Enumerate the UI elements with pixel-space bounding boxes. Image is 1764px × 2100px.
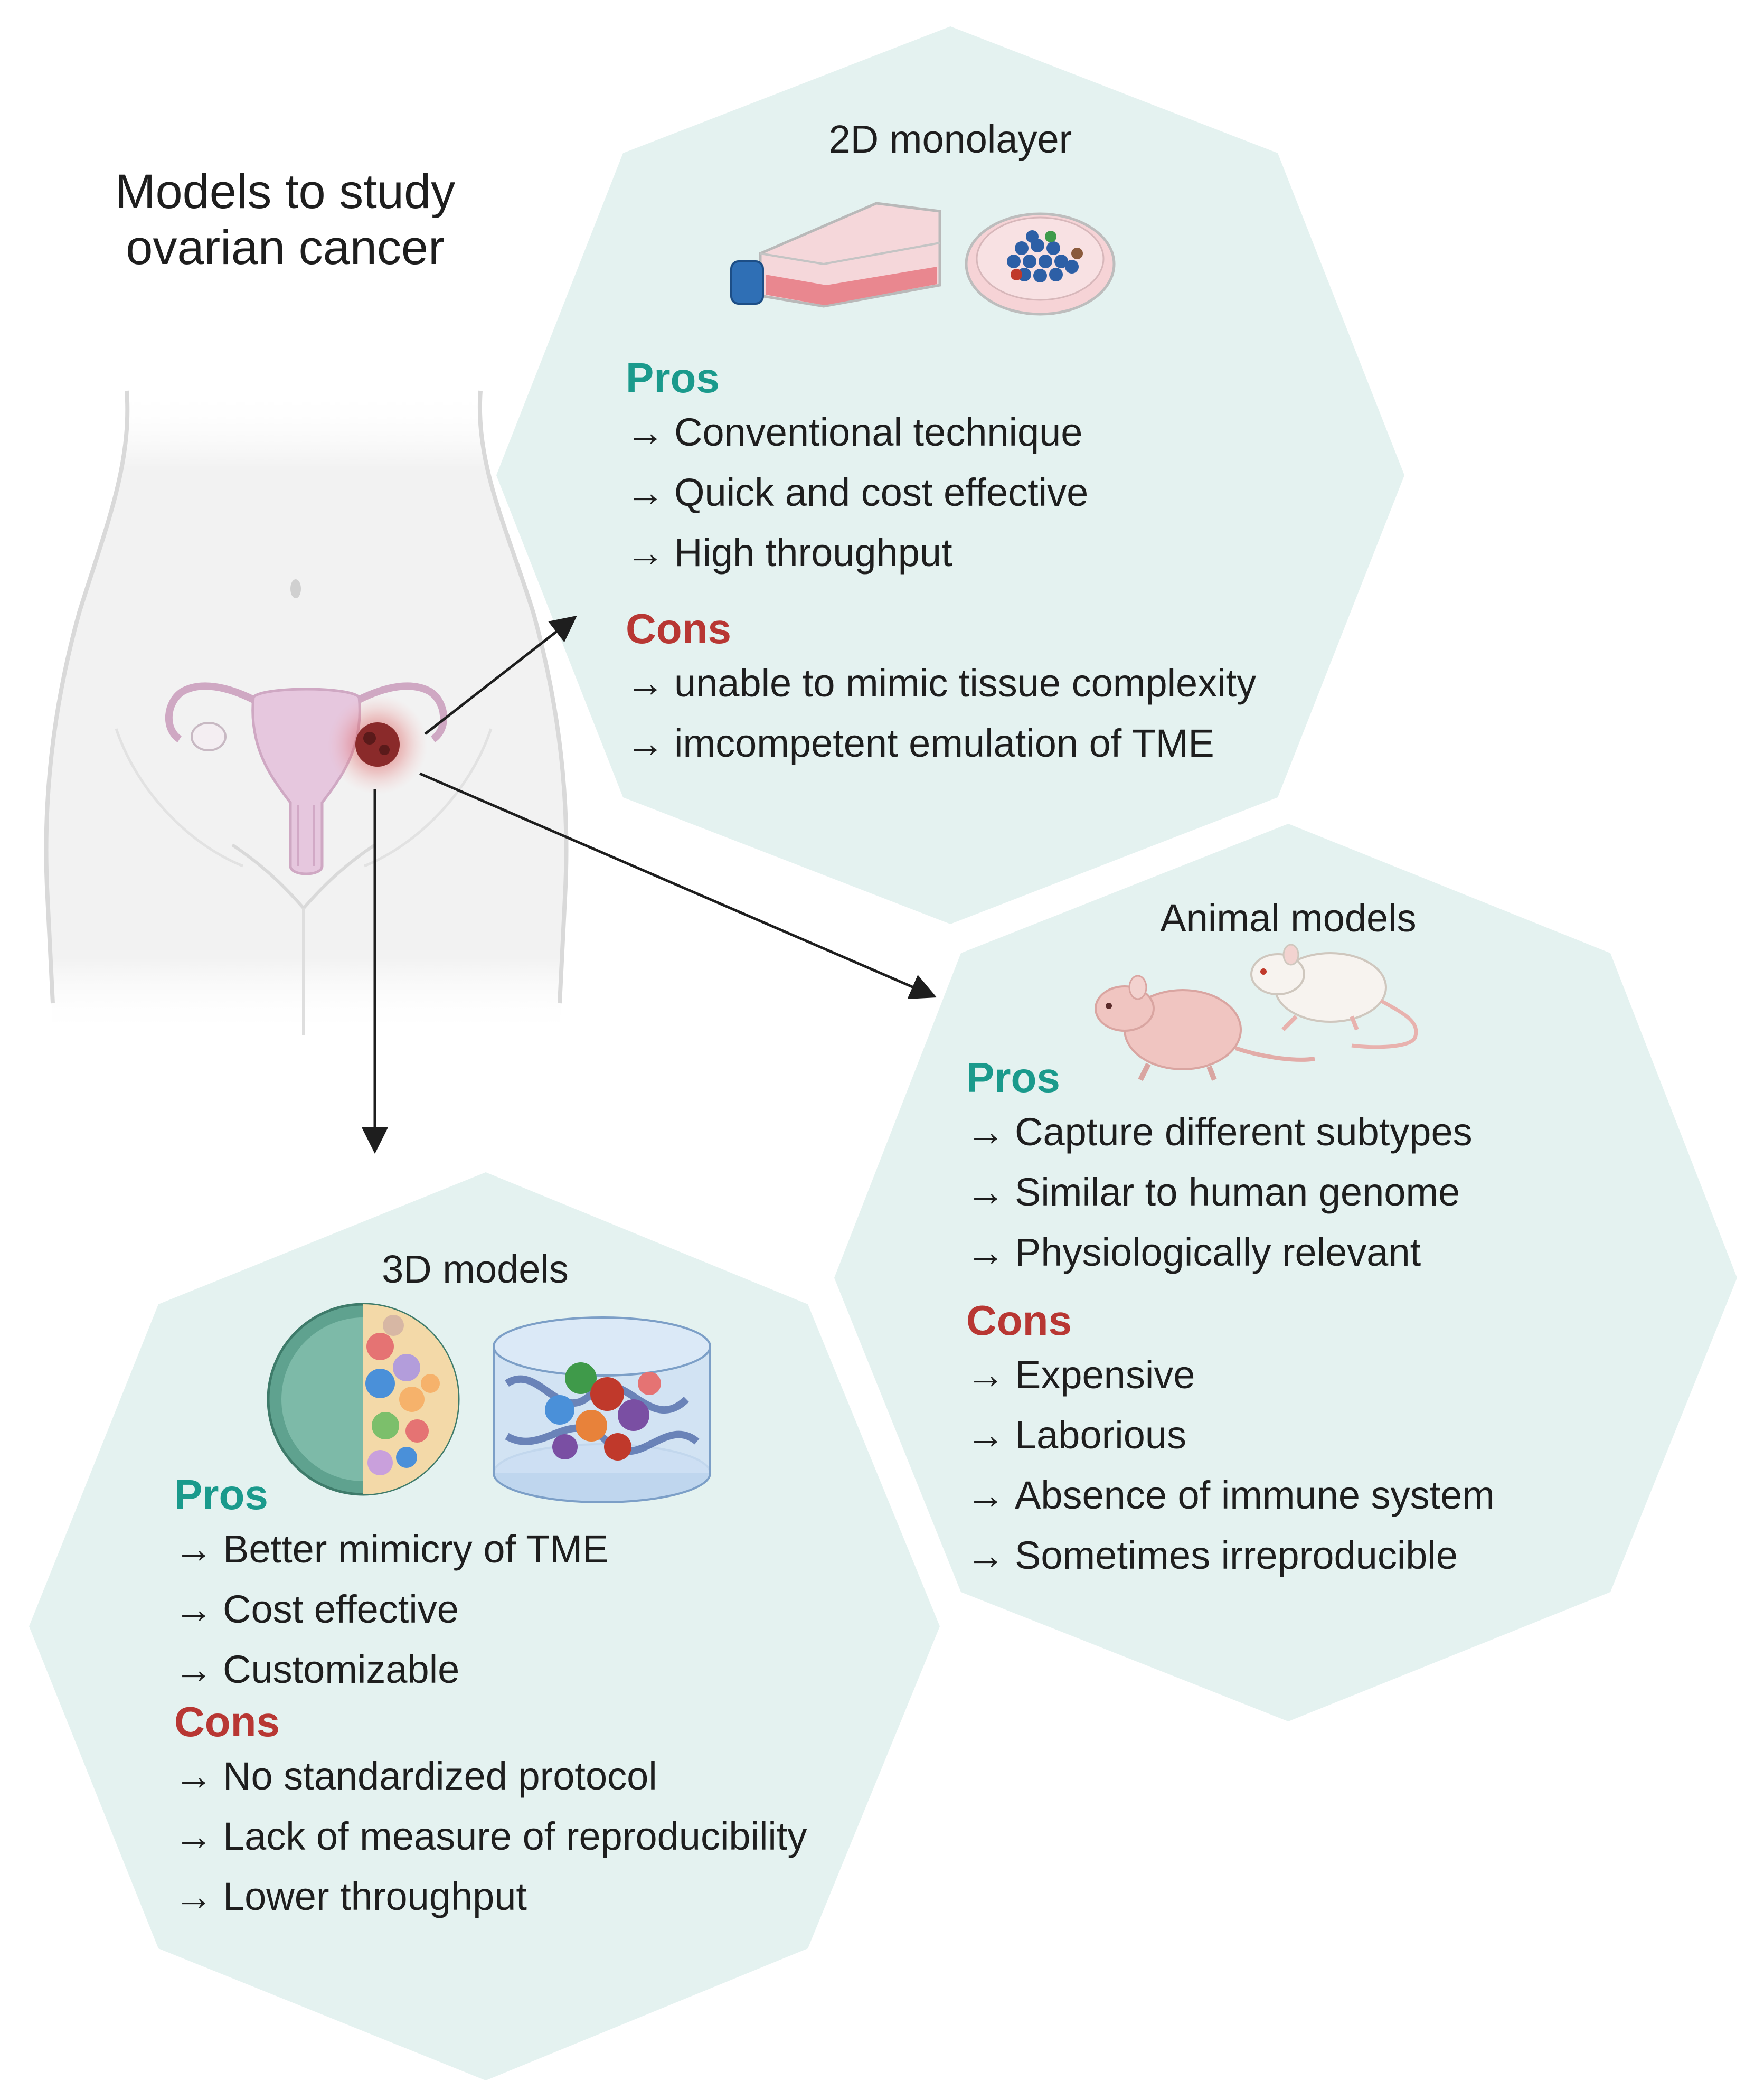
arrow-icon: → — [626, 531, 665, 575]
list-item: →Cost effective — [174, 1579, 609, 1640]
panel-bg-monolayer — [496, 26, 1404, 924]
cons-list: →Expensive →Laborious →Absence of immune… — [966, 1345, 1495, 1586]
pros-block-2d-monolayer: Pros →Conventional technique →Quick and … — [626, 354, 1088, 583]
list-item: →Capture different subtypes — [966, 1102, 1473, 1162]
figure-title-line-1: Models to study — [115, 165, 456, 219]
culture-flask-icon — [730, 202, 941, 308]
pros-list: →Better mimicry of TME →Cost effective →… — [174, 1519, 609, 1700]
list-item: →Sometimes irreproducible — [966, 1525, 1495, 1586]
white-mouse-icon — [1250, 944, 1418, 1049]
list-item: →Lack of measure of reproducibility — [174, 1806, 807, 1867]
list-item: →unable to mimic tissue complexity — [626, 653, 1256, 713]
arrow-icon: → — [174, 1647, 213, 1691]
nude-mouse-icon — [1095, 975, 1315, 1081]
panel-title-animal-models: Animal models — [1160, 896, 1417, 940]
cons-heading: Cons — [626, 605, 731, 652]
cons-list: →unable to mimic tissue complexity →imco… — [626, 653, 1256, 774]
cons-block-3d-models: Cons →No standardized protocol →Lack of … — [174, 1698, 807, 1927]
arrow-icon: → — [626, 661, 665, 705]
list-item: →Quick and cost effective — [626, 463, 1088, 523]
pros-block-animal-models: Pros →Capture different subtypes →Simila… — [966, 1053, 1473, 1283]
cons-heading: Cons — [966, 1297, 1072, 1344]
arrow-icon: → — [626, 410, 665, 454]
arrow-icon: → — [966, 1413, 1005, 1457]
list-item: →imcompetent emulation of TME — [626, 713, 1256, 774]
list-item: →High throughput — [626, 523, 1088, 583]
cons-block-animal-models: Cons →Expensive →Laborious →Absence of i… — [966, 1296, 1495, 1586]
arrow-icon: → — [174, 1754, 213, 1798]
list-item: →Lower throughput — [174, 1867, 807, 1927]
arrow-icon: → — [626, 470, 665, 514]
pros-heading: Pros — [966, 1054, 1060, 1101]
cons-heading: Cons — [174, 1698, 280, 1745]
arrow-icon: → — [966, 1230, 1005, 1274]
arrow-icon: → — [966, 1110, 1005, 1154]
figure-title-line-2: ovarian cancer — [126, 221, 445, 275]
pros-list: →Conventional technique →Quick and cost … — [626, 402, 1088, 583]
list-item: →Conventional technique — [626, 402, 1088, 463]
arrow-icon: → — [626, 721, 665, 765]
list-item: →Physiologically relevant — [966, 1222, 1473, 1283]
arrow-icon: → — [174, 1875, 213, 1918]
arrow-icon: → — [966, 1353, 1005, 1397]
figure-title: Models to study ovarian cancer — [42, 164, 528, 276]
pros-heading: Pros — [174, 1471, 268, 1518]
list-item: →No standardized protocol — [174, 1746, 807, 1806]
pros-block-3d-models: Pros →Better mimicry of TME →Cost effect… — [174, 1471, 609, 1700]
arrow-icon: → — [966, 1170, 1005, 1214]
hydrogel-scaffold-icon — [493, 1316, 711, 1503]
petri-dish-icon — [965, 212, 1116, 316]
arrow-icon: → — [174, 1814, 213, 1858]
panel-bg-animal — [834, 824, 1737, 1721]
list-item: →Expensive — [966, 1345, 1495, 1405]
arrow-icon: → — [174, 1587, 213, 1631]
list-item: →Laborious — [966, 1405, 1495, 1465]
arrow-to-monolayer — [424, 615, 577, 735]
panel-title-3d-models: 3D models — [382, 1247, 569, 1291]
list-item: →Customizable — [174, 1640, 609, 1700]
panel-bg-3d — [29, 1172, 940, 2080]
cons-block-2d-monolayer: Cons →unable to mimic tissue complexity … — [626, 605, 1256, 774]
arrow-icon: → — [966, 1473, 1005, 1517]
arrow-to-animal — [419, 772, 937, 1000]
ovarian-tumor — [327, 694, 428, 795]
list-item: →Similar to human genome — [966, 1162, 1473, 1222]
navel — [290, 579, 301, 598]
arrow-icon: → — [174, 1527, 213, 1571]
cons-list: →No standardized protocol →Lack of measu… — [174, 1746, 807, 1927]
pros-list: →Capture different subtypes →Similar to … — [966, 1102, 1473, 1283]
spheroid-icon — [267, 1303, 460, 1496]
list-item: →Better mimicry of TME — [174, 1519, 609, 1579]
list-item: →Absence of immune system — [966, 1465, 1495, 1525]
panel-title-2d-monolayer: 2D monolayer — [828, 117, 1072, 161]
arrow-icon: → — [966, 1533, 1005, 1577]
pros-heading: Pros — [626, 354, 720, 401]
